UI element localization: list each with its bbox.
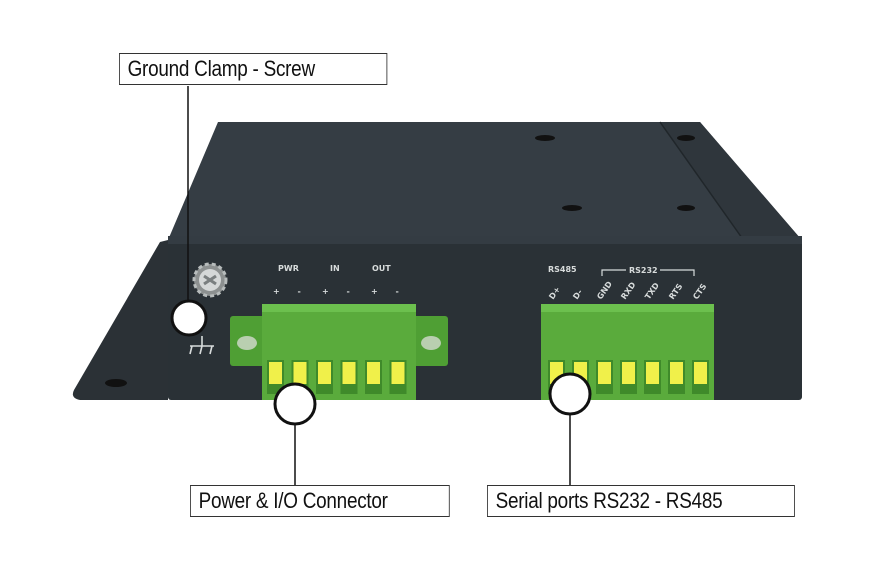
power-group-label: IN bbox=[330, 264, 340, 273]
ground-marker bbox=[170, 299, 208, 337]
power-marker bbox=[273, 382, 317, 426]
power-group-label: PWR bbox=[278, 264, 299, 273]
power-pin bbox=[367, 362, 380, 384]
top-lid-right bbox=[660, 122, 800, 238]
device-top-face bbox=[168, 122, 800, 240]
power-pin bbox=[293, 362, 307, 384]
power-io-callout: Power & I/O Connector bbox=[190, 485, 450, 517]
polarity-label: + bbox=[273, 287, 280, 296]
power-pin bbox=[318, 362, 331, 384]
serial-pin bbox=[646, 362, 659, 384]
power-pin bbox=[269, 362, 282, 384]
power-io-connector bbox=[230, 304, 448, 400]
serial-pin bbox=[694, 362, 707, 384]
left-mounting-flange bbox=[72, 240, 168, 400]
screw-icon bbox=[192, 262, 228, 298]
lid-screw-hole bbox=[562, 205, 582, 211]
rs485-group-label: RS485 bbox=[548, 265, 577, 274]
power-pin bbox=[391, 362, 405, 384]
serial-pin bbox=[670, 362, 683, 384]
serial-marker bbox=[548, 372, 592, 416]
lid-screw-hole bbox=[677, 135, 695, 141]
power-group-label: OUT bbox=[372, 264, 391, 273]
flange-mount-hole bbox=[105, 379, 127, 387]
ground-clamp-callout: Ground Clamp - Screw bbox=[119, 53, 388, 85]
polarity-label: - bbox=[298, 287, 301, 296]
polarity-label: - bbox=[347, 287, 350, 296]
rs232-group-label: RS232 bbox=[629, 266, 658, 275]
polarity-label: + bbox=[371, 287, 378, 296]
serial-pin bbox=[622, 362, 635, 384]
lid-screw-hole bbox=[677, 205, 695, 211]
serial-pin bbox=[598, 362, 611, 384]
power-pin bbox=[342, 362, 356, 384]
serial-ports-callout: Serial ports RS232 - RS485 bbox=[487, 485, 795, 517]
ground-symbol-icon bbox=[189, 336, 214, 355]
polarity-label: - bbox=[396, 287, 399, 296]
lid-screw-hole bbox=[535, 135, 555, 141]
polarity-label: + bbox=[322, 287, 329, 296]
